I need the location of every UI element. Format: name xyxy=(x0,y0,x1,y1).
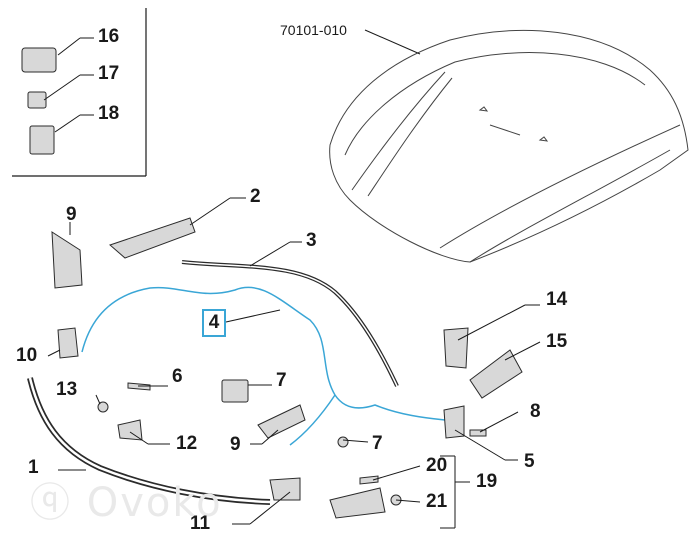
part-19 xyxy=(329,487,386,519)
part-11 xyxy=(269,477,301,501)
part-7-bot xyxy=(337,436,349,448)
inset-frame xyxy=(12,8,147,177)
hood-panel xyxy=(329,29,689,263)
part-13 xyxy=(97,401,109,413)
callout-16: 16 xyxy=(98,26,120,47)
part-5 xyxy=(443,405,465,439)
callout-20: 20 xyxy=(426,455,448,476)
part-8 xyxy=(469,429,487,437)
callout-1: 1 xyxy=(28,457,39,478)
part-9-mid xyxy=(257,404,306,439)
callout-17: 17 xyxy=(98,63,120,84)
callout-6: 6 xyxy=(172,366,183,387)
leader-lines xyxy=(43,37,541,529)
part-7-top xyxy=(221,379,249,403)
part-10 xyxy=(57,327,79,359)
part-number-label: 70101-010 xyxy=(280,22,347,38)
callout-4: 4 xyxy=(202,309,226,337)
part-15 xyxy=(469,349,523,399)
callout-3: 3 xyxy=(306,230,317,251)
part-18 xyxy=(29,125,55,155)
callout-7-top: 7 xyxy=(276,370,287,391)
callout-8: 8 xyxy=(530,401,541,422)
callout-2: 2 xyxy=(250,186,261,207)
callout-18: 18 xyxy=(98,103,120,124)
callout-7-bot: 7 xyxy=(372,433,383,454)
callout-9-mid: 9 xyxy=(230,434,241,455)
callout-11: 11 xyxy=(190,513,211,534)
callout-5: 5 xyxy=(524,451,535,472)
part-9-top xyxy=(51,231,83,289)
part-20 xyxy=(359,475,379,485)
callout-19: 19 xyxy=(476,471,498,492)
part-17 xyxy=(27,91,47,109)
watermark: ⓠ Ovoko xyxy=(30,480,223,526)
callout-10: 10 xyxy=(16,345,38,366)
parts-shapes xyxy=(21,47,523,519)
callout-14: 14 xyxy=(546,289,568,310)
callout-21: 21 xyxy=(426,491,448,512)
leader-part-number xyxy=(364,29,421,55)
callout-9-top: 9 xyxy=(66,204,77,225)
callout-13: 13 xyxy=(56,379,78,400)
part-14 xyxy=(443,327,469,369)
part-2 xyxy=(109,217,196,259)
callout-12: 12 xyxy=(176,433,198,454)
part-16 xyxy=(21,47,57,73)
release-cable-4 xyxy=(81,286,446,421)
callout-15: 15 xyxy=(546,331,568,352)
